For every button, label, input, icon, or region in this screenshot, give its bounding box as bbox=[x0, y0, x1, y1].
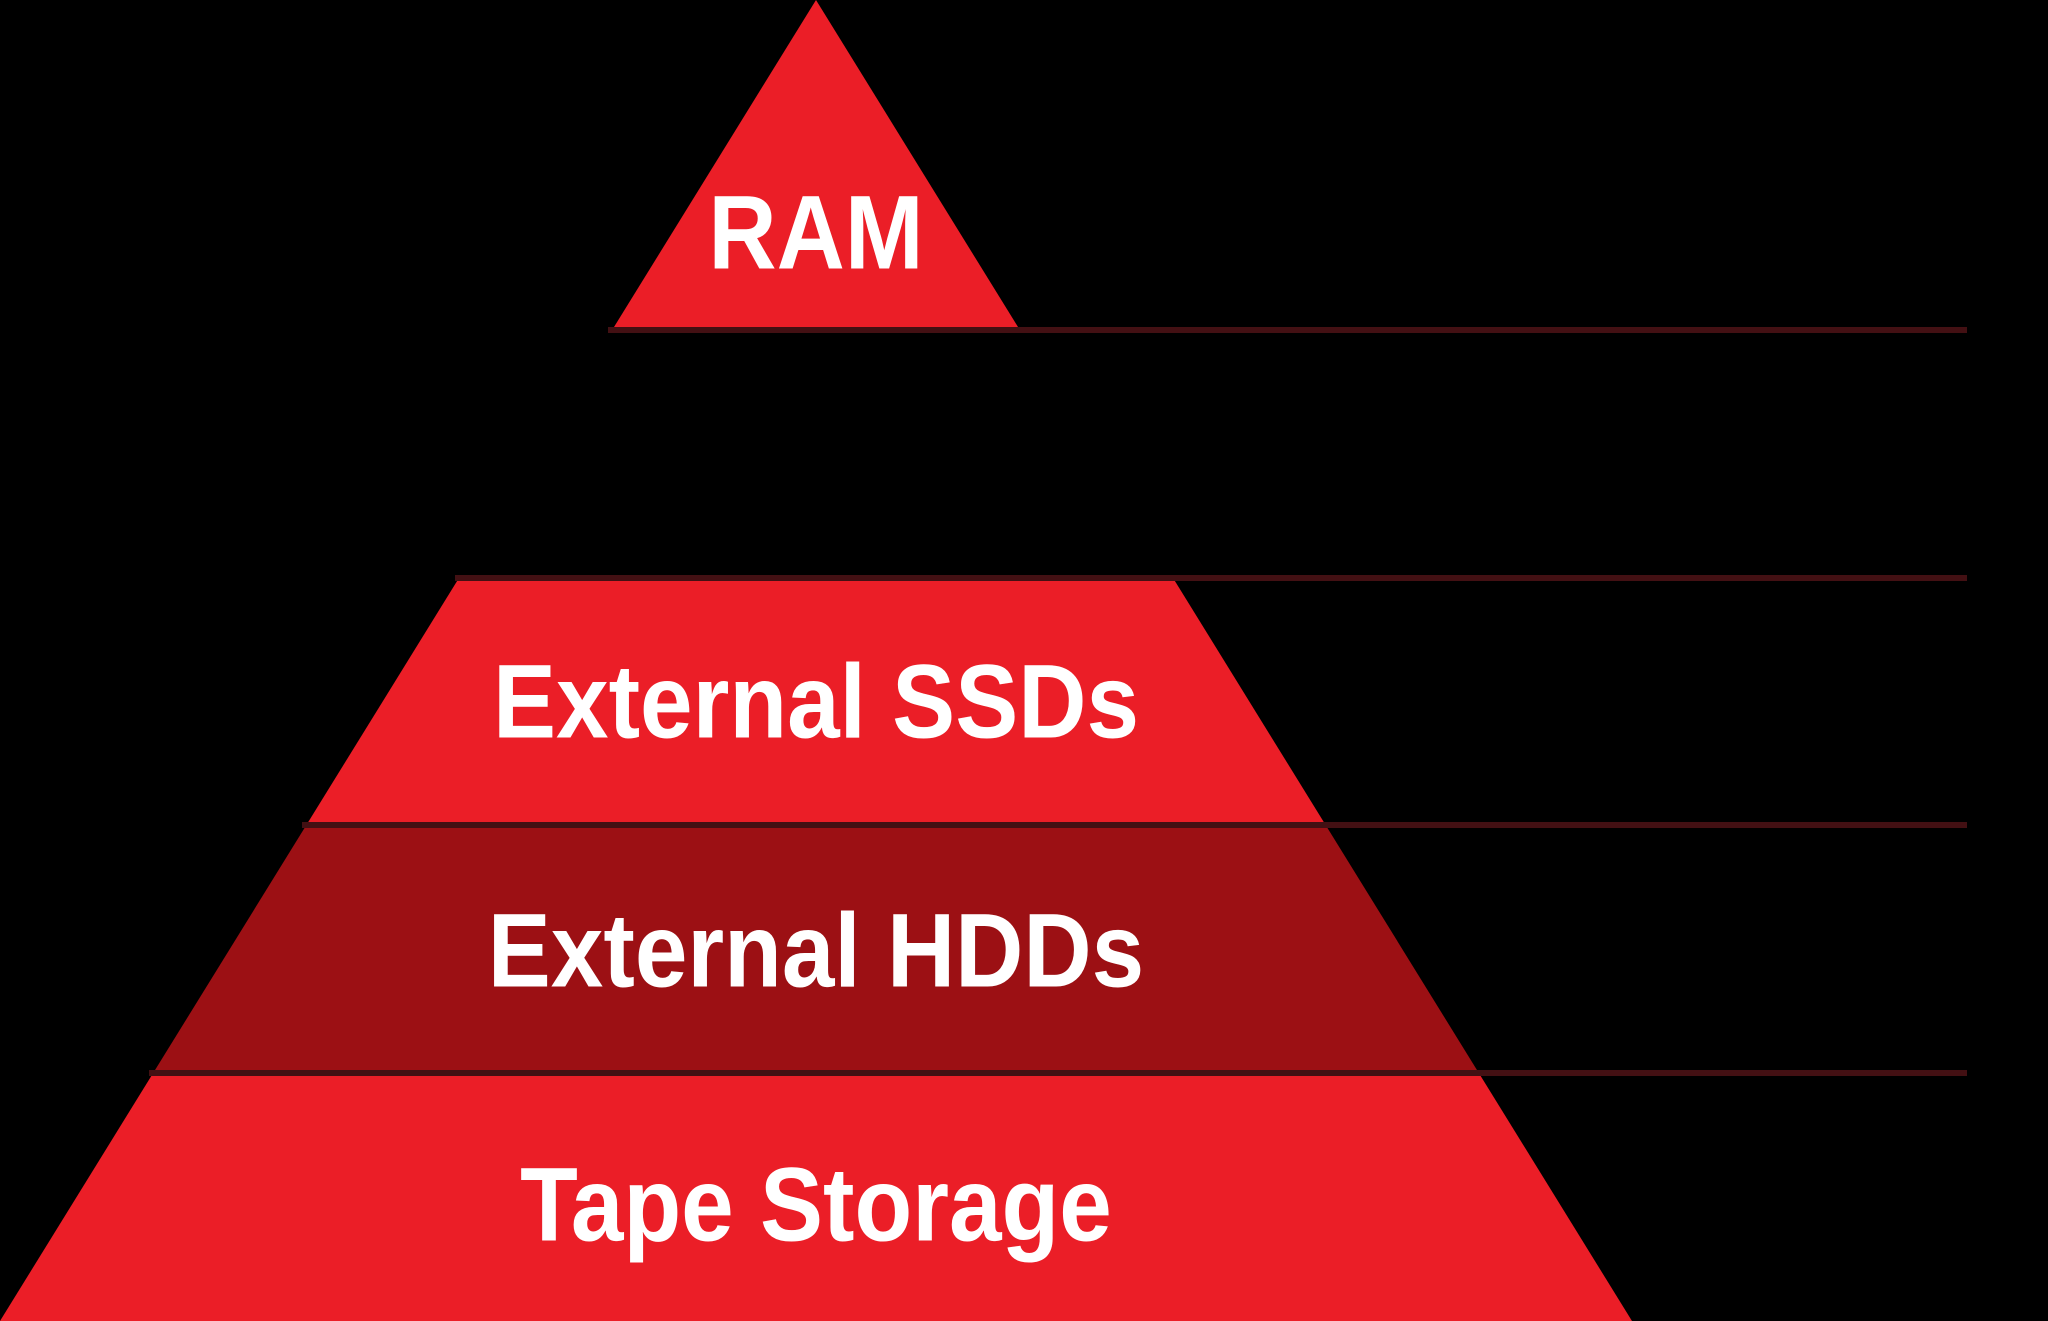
leader-line-ram-base bbox=[608, 327, 1967, 333]
pyramid-level-hidden bbox=[0, 330, 1632, 578]
pyramid-level-ram bbox=[0, 0, 1632, 330]
label-ram: RAM bbox=[708, 174, 924, 292]
label-tape-storage: Tape Storage bbox=[520, 1146, 1112, 1264]
pyramid-level-tape-storage bbox=[0, 1073, 1632, 1321]
leader-line-hidden-base bbox=[455, 575, 1967, 581]
label-external-hdds: External HDDs bbox=[487, 892, 1145, 1010]
leader-line-ssd-base bbox=[302, 822, 1967, 828]
label-external-ssds: External SSDs bbox=[492, 643, 1140, 761]
leader-line-hdd-base bbox=[149, 1070, 1967, 1076]
